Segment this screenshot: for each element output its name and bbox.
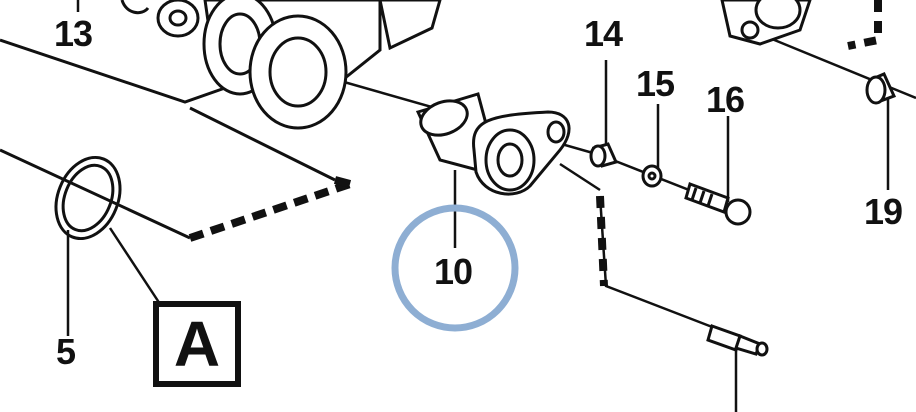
part-label-13: 13	[54, 13, 93, 54]
housing-outline	[0, 38, 352, 242]
part-label-14: 14	[584, 13, 623, 54]
sensor	[706, 324, 769, 357]
detail-marker-box: A	[153, 301, 241, 387]
part-label-19: 19	[864, 191, 903, 232]
part-label-10: 10	[434, 251, 473, 292]
end-cap	[865, 72, 897, 105]
highlight-circle	[391, 204, 519, 332]
sensor-dashed-lead	[596, 195, 608, 287]
part-label-16: 16	[706, 79, 745, 120]
washer-top	[120, 0, 200, 38]
part-label-15: 15	[636, 63, 675, 104]
right-dashed-outline	[847, 0, 882, 50]
o-ring	[54, 155, 122, 241]
detail-marker-letter: A	[173, 308, 221, 380]
part-label-5: 5	[56, 331, 76, 372]
lever-arm	[202, 0, 442, 130]
bushing	[415, 92, 571, 196]
right-flange	[720, 0, 812, 46]
small-washer	[641, 164, 663, 188]
bolt	[684, 182, 752, 226]
spacer	[589, 142, 619, 168]
